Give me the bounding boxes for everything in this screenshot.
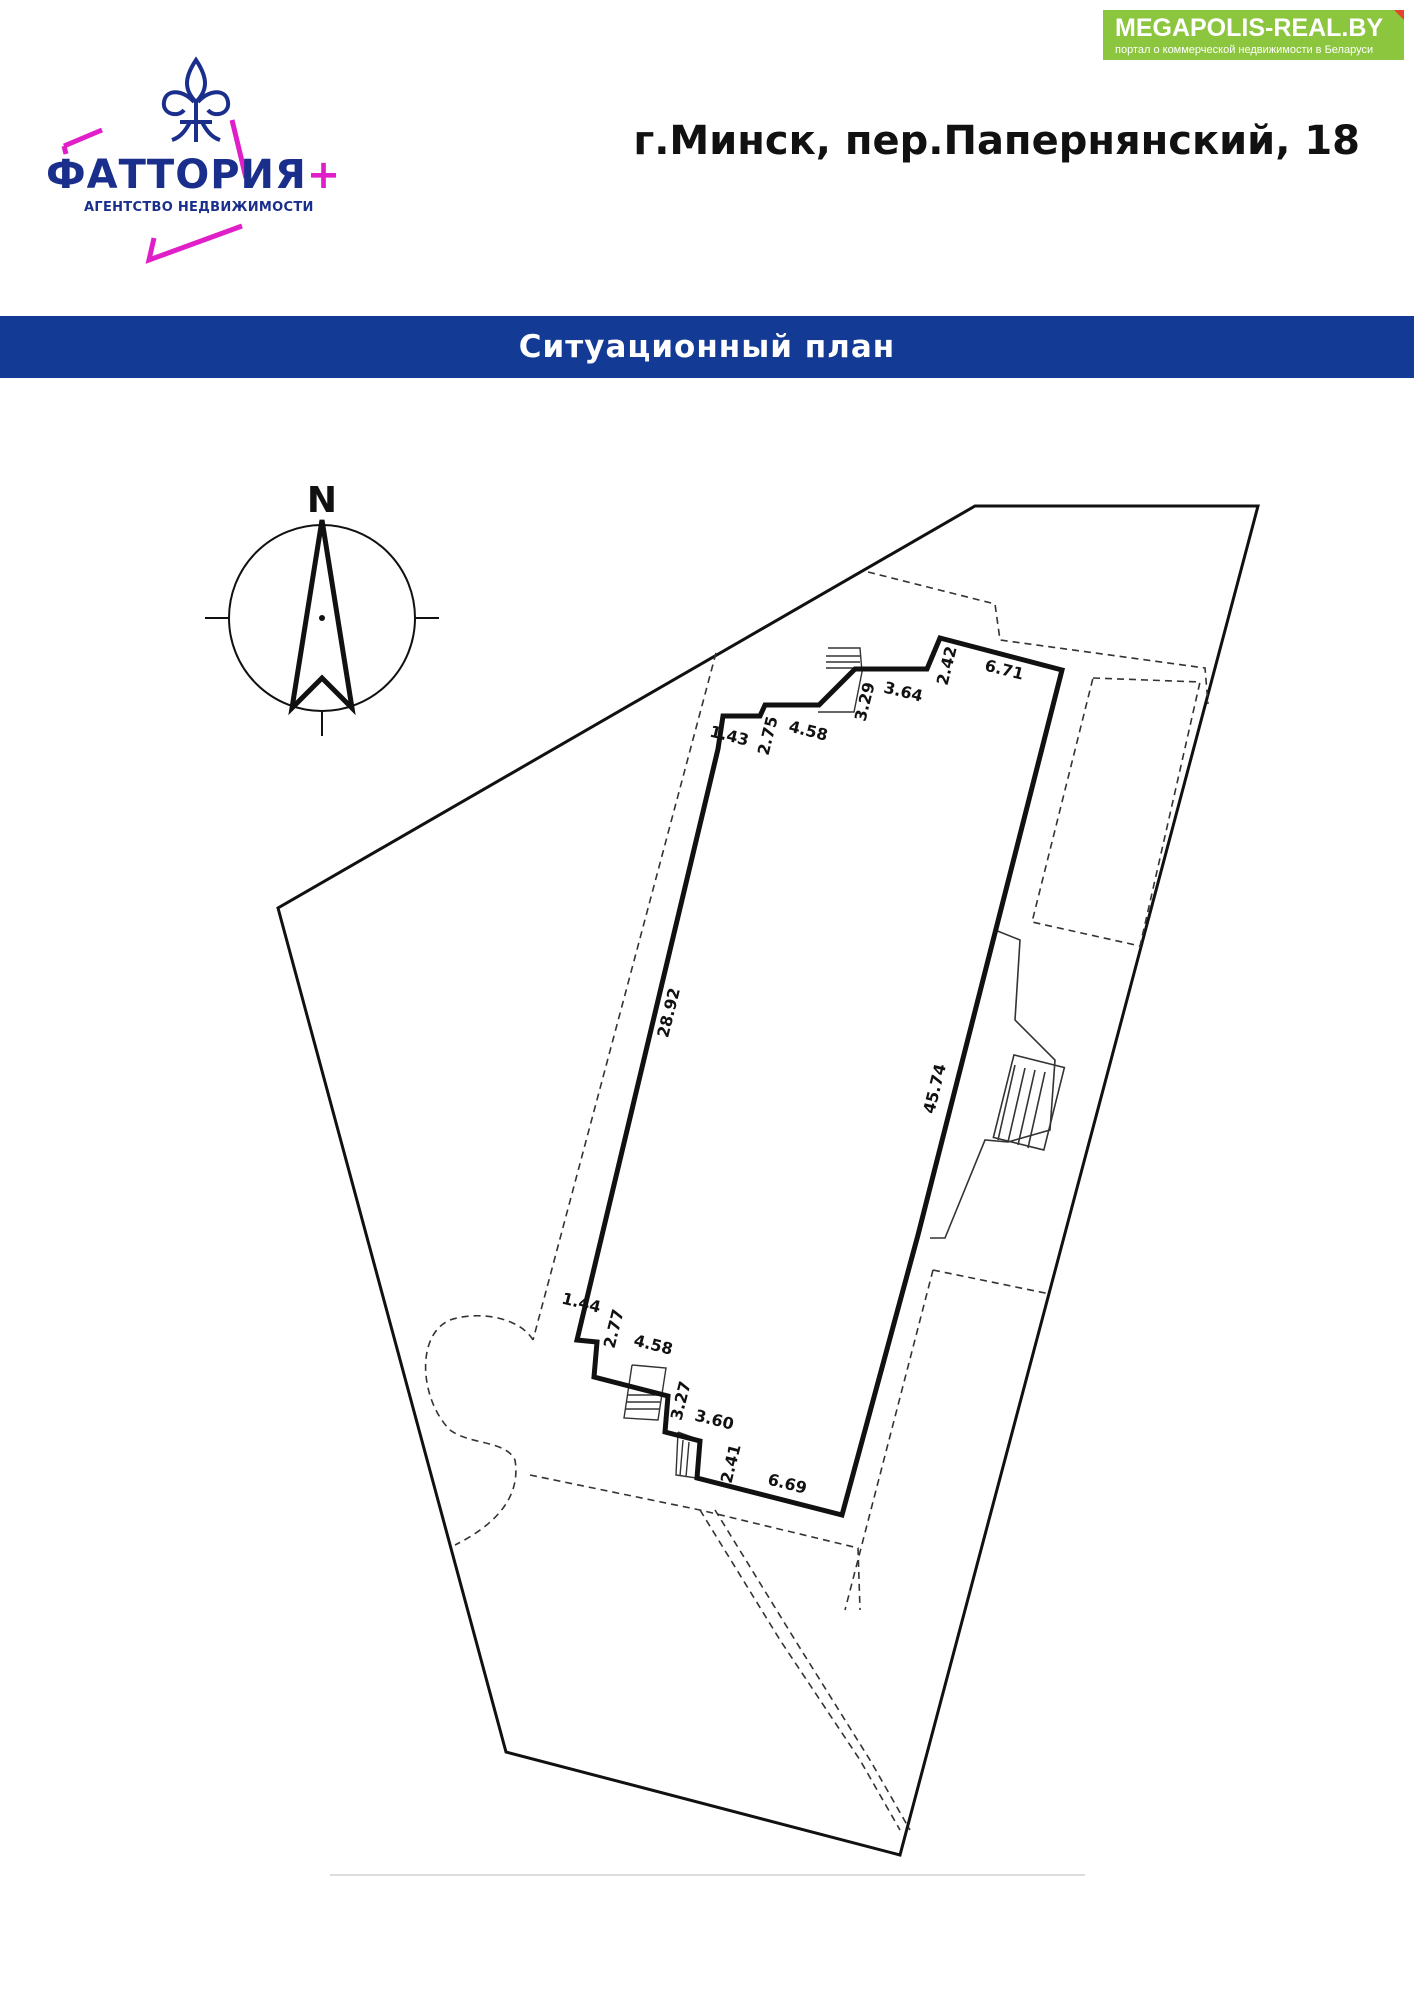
dim-bottom-2-77: 2.77 xyxy=(600,1307,628,1350)
section-banner: Ситуационный план xyxy=(0,316,1414,378)
north-arrow-icon: N xyxy=(205,480,439,736)
north-letter: N xyxy=(307,480,337,521)
dashed-zones xyxy=(424,571,1209,1831)
site-plan: N xyxy=(205,480,1260,1876)
company-plus: + xyxy=(306,152,342,198)
parcel-boundary xyxy=(276,504,1260,1857)
dim-top-1-43: 1.43 xyxy=(708,722,751,750)
dim-right-45-74: 45.74 xyxy=(919,1062,950,1116)
dim-bottom-2-41: 2.41 xyxy=(717,1442,745,1485)
dim-top-4-58: 4.58 xyxy=(787,717,830,745)
building-footprint xyxy=(573,635,1066,1519)
logo-frame-icon xyxy=(61,56,249,264)
dim-bottom-3-27: 3.27 xyxy=(667,1379,695,1422)
dimension-labels: 6.71 2.42 3.64 3.29 4.58 2.75 1.43 28.92… xyxy=(560,644,1026,1497)
banner-title: Ситуационный план xyxy=(518,329,896,365)
portal-corner-mark xyxy=(1394,10,1404,20)
portal-badge[interactable]: MEGAPOLIS-REAL.BY портал о коммерческой … xyxy=(1103,10,1404,60)
company-name: ФАТТОРИЯ+ xyxy=(46,152,342,198)
dim-top-2-75: 2.75 xyxy=(754,714,782,757)
company-logo: ФАТТОРИЯ+ АГЕНТСТВО НЕДВИЖИМОСТИ xyxy=(34,50,374,280)
dim-top-3-29: 3.29 xyxy=(851,680,879,723)
portal-title: MEGAPOLIS-REAL.BY xyxy=(1115,14,1384,42)
portal-subtitle: портал о коммерческой недвижимости в Бел… xyxy=(1115,44,1374,56)
dim-bottom-4-58: 4.58 xyxy=(632,1331,675,1359)
dim-top-3-64: 3.64 xyxy=(882,678,925,706)
east-porch xyxy=(930,929,1066,1239)
address-title: г.Минск, пер.Папернянский, 18 xyxy=(633,118,1360,164)
dim-bottom-3-60: 3.60 xyxy=(693,1406,736,1434)
dim-bottom-6-69: 6.69 xyxy=(766,1470,809,1498)
company-tagline: АГЕНТСТВО НЕДВИЖИМОСТИ xyxy=(84,200,314,215)
